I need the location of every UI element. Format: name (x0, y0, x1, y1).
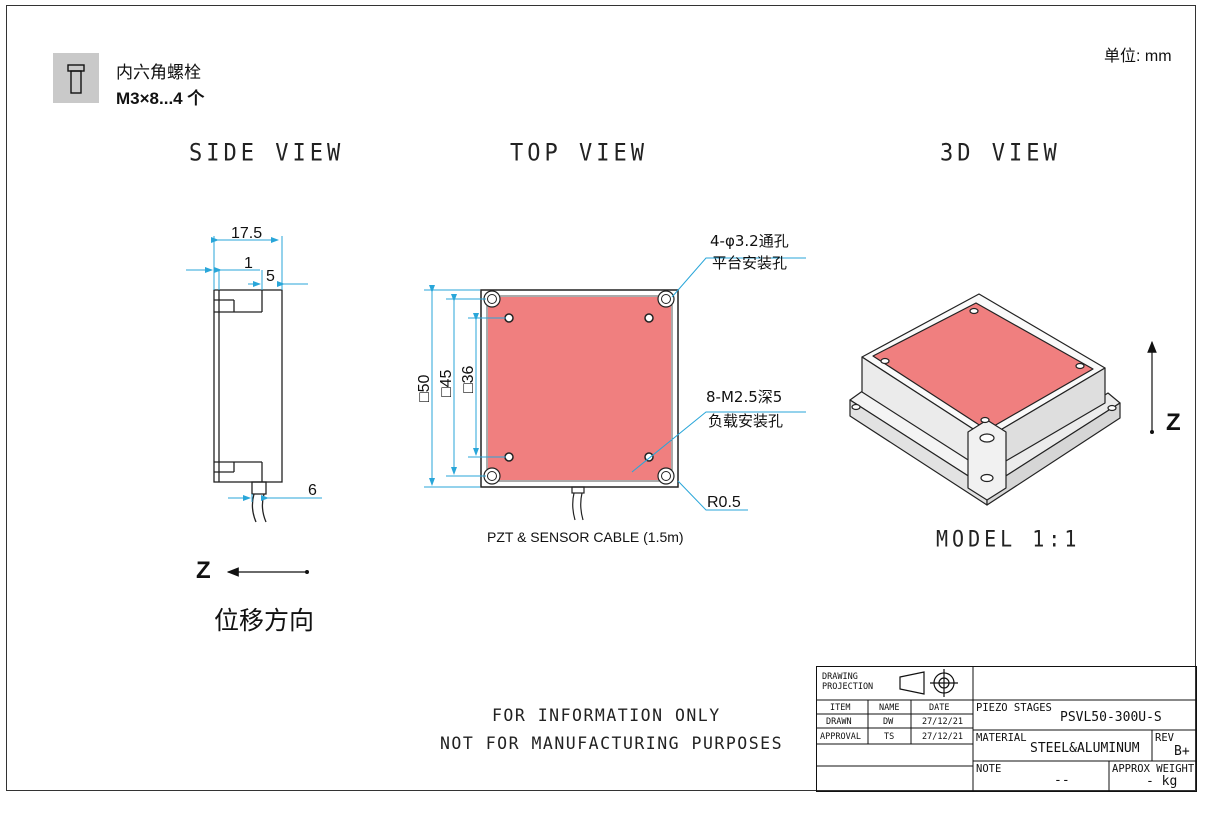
rev-label: REV (1155, 732, 1174, 744)
note-value: -- (1054, 773, 1070, 788)
cable-label: PZT & SENSOR CABLE (1.5m) (487, 529, 684, 545)
3d-view-title: 3D VIEW (940, 139, 1061, 168)
z-axis-label-side: Z (196, 557, 211, 584)
row-drawn: DRAWN (826, 717, 852, 727)
material-value: STEEL&ALUMINUM (1030, 741, 1140, 756)
side-view-title: SIDE VIEW (189, 139, 345, 168)
unit-label: 单位: mm (1104, 48, 1172, 65)
bolt-icon-box (53, 53, 99, 103)
row-approval: APPROVAL (820, 732, 861, 742)
isometric-view (849, 293, 1121, 506)
dim-5: 5 (266, 268, 275, 285)
dim-17-5: 17.5 (231, 225, 262, 242)
top-view (480, 289, 679, 521)
hex-bolt-icon (67, 64, 85, 94)
title-block: DRAWING PROJECTION ITEM NAME DATE DRAWN … (816, 666, 1197, 792)
dim-1: 1 (244, 255, 253, 272)
bolt-name: 内六角螺栓 (116, 63, 201, 83)
model-scale-label: MODEL 1:1 (936, 525, 1081, 553)
projection-label-2: PROJECTION (822, 682, 874, 692)
dim-36: □36 (460, 365, 477, 393)
weight-label: APPROX WEIGHT (1112, 763, 1195, 775)
bolt-quantity: M3×8...4 个 (116, 89, 205, 108)
hole-spec: 4-φ3.2通孔 (710, 232, 789, 250)
z-axis-label-3d: Z (1166, 409, 1181, 436)
col-item: ITEM (830, 703, 851, 713)
projection-symbol-icon (899, 669, 958, 697)
isometric-holes (880, 307, 1085, 424)
hole-desc: 平台安装孔 (712, 254, 787, 272)
top-view-title: TOP VIEW (510, 139, 648, 168)
note-not-manufacturing: NOT FOR MANUFACTURING PURPOSES (440, 734, 784, 753)
dim-45: □45 (438, 369, 455, 397)
side-view (213, 289, 283, 523)
note-label: NOTE (976, 763, 1002, 775)
drawn-date: 27/12/21 (922, 717, 963, 727)
dim-50: □50 (416, 374, 433, 402)
col-name: NAME (879, 703, 900, 713)
drawing-sheet (6, 5, 1196, 791)
col-date: DATE (929, 703, 950, 713)
top-dimensions (424, 257, 806, 511)
rev-value: B+ (1174, 744, 1190, 759)
radius-label: R0.5 (707, 494, 741, 511)
approval-date: 27/12/21 (922, 732, 963, 742)
product-label: PIEZO STAGES (976, 702, 1052, 714)
dim-6: 6 (308, 482, 317, 499)
product-code: PSVL50-300U-S (1060, 710, 1162, 725)
direction-label: 位移方向 (214, 606, 315, 635)
drawn-name: DW (883, 717, 894, 727)
stage-platform (488, 297, 671, 480)
title-block-grid (816, 666, 1197, 792)
approval-name: TS (884, 732, 895, 742)
thread-spec: 8-M2.5深5 (706, 388, 782, 406)
side-dimensions (186, 236, 322, 502)
note-info-only: FOR INFORMATION ONLY (492, 706, 721, 725)
thread-desc: 负载安装孔 (708, 412, 783, 430)
material-label: MATERIAL (976, 732, 1027, 744)
projection-label-1: DRAWING (822, 672, 858, 682)
weight-value: - kg (1146, 774, 1178, 789)
